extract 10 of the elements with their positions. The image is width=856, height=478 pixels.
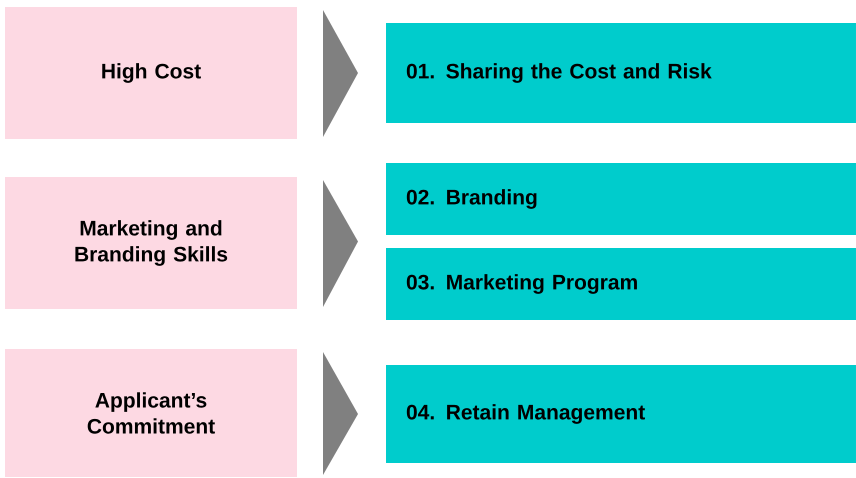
chevron-arrow: [323, 10, 358, 137]
chevron-arrow: [323, 352, 358, 475]
chevron-arrow: [323, 180, 358, 307]
solution-box: 02. Branding: [386, 163, 856, 235]
challenge-box: High Cost: [5, 7, 297, 139]
solution-box: 03. Marketing Program: [386, 248, 856, 320]
challenge-box: Applicant’s Commitment: [5, 348, 297, 477]
challenge-box: Marketing and Branding Skills: [5, 177, 297, 309]
solution-box: 04. Retain Management: [386, 364, 856, 463]
solution-box: 01. Sharing the Cost and Risk: [386, 23, 856, 123]
